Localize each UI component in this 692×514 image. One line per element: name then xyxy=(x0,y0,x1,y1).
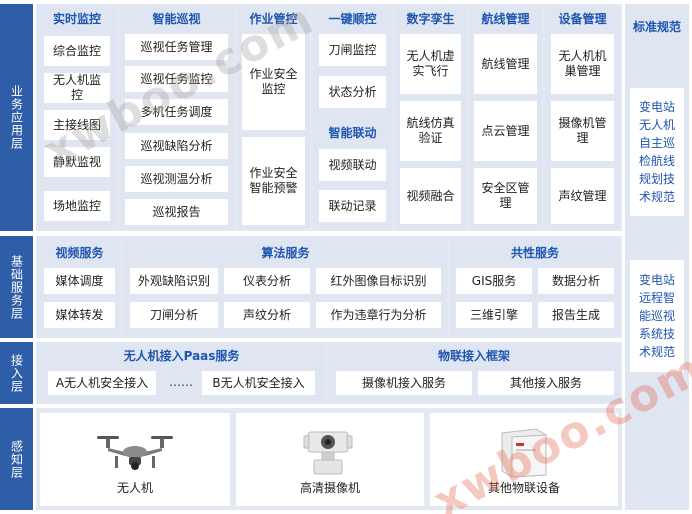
operation-control-column: 作业管控 作业安全监控 作业安全智能预警 xyxy=(237,6,310,229)
device-item[interactable]: 声纹管理 xyxy=(551,168,614,224)
video-service-item[interactable]: 媒体调度 xyxy=(44,268,115,294)
common-service-item[interactable]: 数据分析 xyxy=(538,268,614,294)
operation-control-title: 作业管控 xyxy=(249,12,298,26)
iot-access-column: 物联接入框架 摄像机接入服务 其他接入服务 xyxy=(328,344,620,402)
iot-access-item[interactable]: 摄像机接入服务 xyxy=(336,371,472,395)
iot-access-item[interactable]: 其他接入服务 xyxy=(478,371,614,395)
device-management-column: 设备管理 无人机机巢管理 摄像机管理 声纹管理 xyxy=(545,6,620,229)
standard-item[interactable]: 变电站远程智能巡视系统技术规范 xyxy=(630,260,684,372)
uav-access-ellipsis: …… xyxy=(169,375,193,389)
twin-item[interactable]: 无人机虚实飞行 xyxy=(400,34,461,94)
iot-access-title: 物联接入框架 xyxy=(437,349,510,363)
common-service-item[interactable]: 三维引擎 xyxy=(456,302,532,328)
algorithm-item[interactable]: 外观缺陷识别 xyxy=(130,268,218,294)
operation-item[interactable]: 作业安全监控 xyxy=(242,34,305,130)
sense-device-label: 无人机 xyxy=(116,481,153,495)
video-service-title: 视频服务 xyxy=(55,246,104,260)
layer-label-base: 基础服务层 xyxy=(0,236,33,338)
smart-patrol-title: 智能巡视 xyxy=(152,12,201,26)
smart-patrol-column: 智能巡视 巡视任务管理 巡视任务监控 多机任务调度 巡视缺陷分析 巡视测温分析 … xyxy=(119,6,234,229)
realtime-item[interactable]: 主接线图 xyxy=(44,110,110,140)
algorithm-item[interactable]: 刀闸分析 xyxy=(130,302,218,328)
algorithm-item[interactable]: 作为违章行为分析 xyxy=(316,302,441,328)
realtime-monitor-title: 实时监控 xyxy=(52,12,101,26)
onekey-item[interactable]: 状态分析 xyxy=(319,76,386,108)
device-item[interactable]: 摄像机管理 xyxy=(551,101,614,161)
common-service-column: 共性服务 GIS服务 数据分析 三维引擎 报告生成 xyxy=(450,238,620,336)
realtime-item[interactable]: 无人机监控 xyxy=(44,73,110,103)
twin-item[interactable]: 航线仿真验证 xyxy=(400,101,461,161)
twin-item[interactable]: 视频融合 xyxy=(400,168,461,224)
route-management-column: 航线管理 航线管理 点云管理 安全区管理 xyxy=(469,6,542,229)
common-service-item[interactable]: GIS服务 xyxy=(456,268,532,294)
layer-label-sense: 感知层 xyxy=(0,408,33,510)
algorithm-service-column: 算法服务 外观缺陷识别 仪表分析 红外图像目标识别 刀闸分析 声纹分析 作为违章… xyxy=(124,238,447,336)
common-service-title: 共性服务 xyxy=(510,246,559,260)
linkage-item[interactable]: 视频联动 xyxy=(319,149,386,181)
algorithm-item[interactable]: 红外图像目标识别 xyxy=(316,268,441,294)
common-service-item[interactable]: 报告生成 xyxy=(538,302,614,328)
route-item[interactable]: 安全区管理 xyxy=(474,168,537,224)
layer-label-access: 接入层 xyxy=(0,342,33,404)
onekey-control-column: 一键顺控 刀闸监控 状态分析 智能联动 视频联动 联动记录 xyxy=(313,6,392,229)
sense-device-label: 其他物联设备 xyxy=(487,481,560,495)
realtime-item[interactable]: 综合监控 xyxy=(44,36,110,66)
standard-item[interactable]: 变电站无人机自主巡检航线规划技术规范 xyxy=(630,88,684,216)
route-management-title: 航线管理 xyxy=(481,12,530,26)
video-service-column: 视频服务 媒体调度 媒体转发 xyxy=(38,238,121,336)
patrol-item[interactable]: 多机任务调度 xyxy=(125,99,228,125)
uav-access-title: 无人机接入Paas服务 xyxy=(123,349,240,363)
route-item[interactable]: 点云管理 xyxy=(474,101,537,161)
device-item[interactable]: 无人机机巢管理 xyxy=(551,34,614,94)
algorithm-item[interactable]: 仪表分析 xyxy=(224,268,310,294)
operation-item[interactable]: 作业安全智能预警 xyxy=(242,137,305,225)
linkage-item[interactable]: 联动记录 xyxy=(319,190,386,222)
drone-icon xyxy=(97,436,173,470)
onekey-item[interactable]: 刀闸监控 xyxy=(319,34,386,66)
camera-icon xyxy=(303,431,353,475)
realtime-item[interactable]: 场地监控 xyxy=(44,191,110,221)
uav-access-item[interactable]: B无人机安全接入 xyxy=(202,371,315,395)
route-item[interactable]: 航线管理 xyxy=(474,34,537,94)
patrol-item[interactable]: 巡视缺陷分析 xyxy=(125,133,228,159)
algorithm-item[interactable]: 声纹分析 xyxy=(224,302,310,328)
digital-twin-column: 数字孪生 无人机虚实飞行 航线仿真验证 视频融合 xyxy=(395,6,466,229)
layer-label-business: 业务应用层 xyxy=(0,4,33,231)
video-service-item[interactable]: 媒体转发 xyxy=(44,302,115,328)
onekey-control-title: 一键顺控 xyxy=(328,12,377,26)
smart-linkage-title: 智能联动 xyxy=(328,126,377,140)
patrol-item[interactable]: 巡视测温分析 xyxy=(125,166,228,192)
realtime-monitor-column: 实时监控 综合监控 无人机监控 主接线图 静默监视 场地监控 xyxy=(38,6,116,229)
iot-device-icon xyxy=(501,428,547,478)
patrol-item[interactable]: 巡视任务管理 xyxy=(125,34,228,60)
device-management-title: 设备管理 xyxy=(558,12,607,26)
uav-access-item[interactable]: A无人机安全接入 xyxy=(48,371,156,395)
standards-title: 标准规范 xyxy=(632,20,681,34)
standards-column: 标准规范 变电站无人机自主巡检航线规划技术规范 变电站远程智能巡视系统技术规范 xyxy=(625,4,689,510)
realtime-item[interactable]: 静默监视 xyxy=(44,147,110,177)
digital-twin-title: 数字孪生 xyxy=(406,12,455,26)
algorithm-service-title: 算法服务 xyxy=(261,246,310,260)
patrol-item[interactable]: 巡视任务监控 xyxy=(125,66,228,92)
sense-device-label: 高清摄像机 xyxy=(299,481,360,495)
uav-access-column: 无人机接入Paas服务 A无人机安全接入 …… B无人机安全接入 xyxy=(38,344,325,402)
patrol-item[interactable]: 巡视报告 xyxy=(125,199,228,225)
